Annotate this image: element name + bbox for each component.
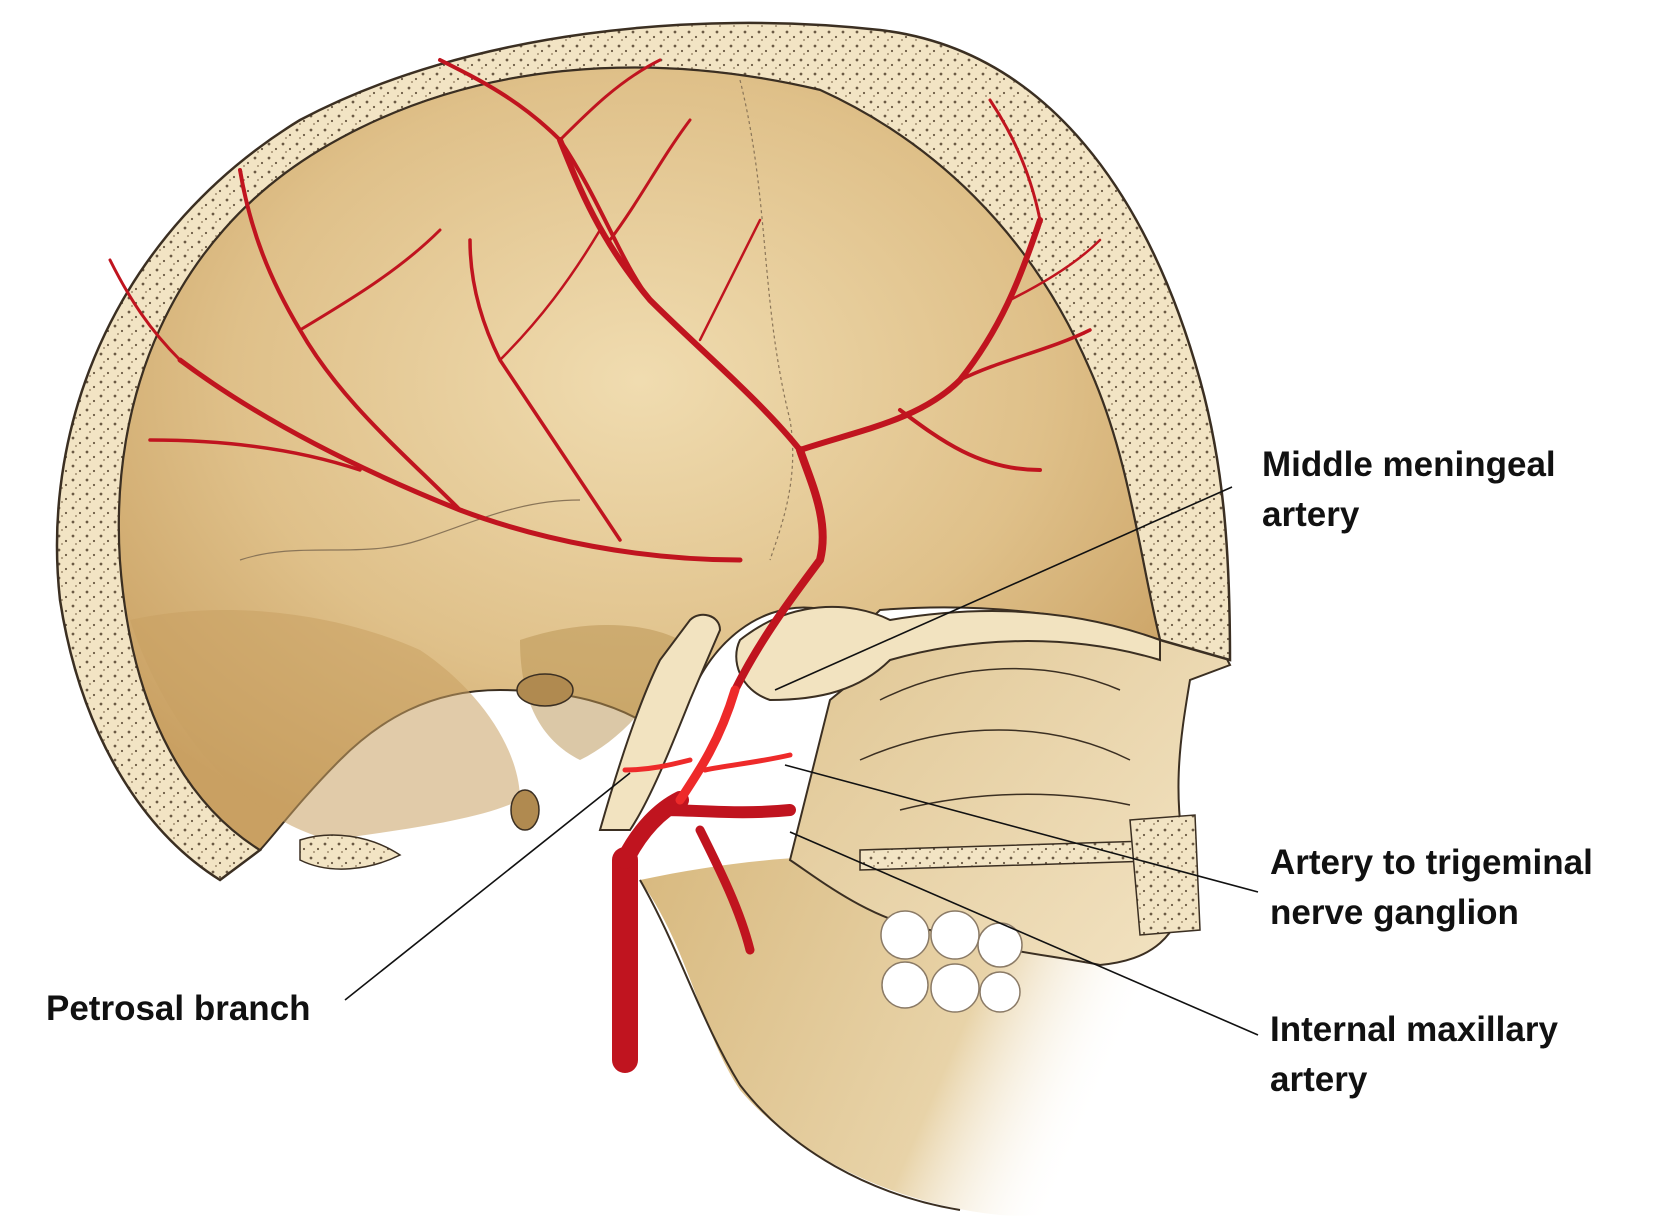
maxillary-artery	[612, 685, 796, 1073]
teeth	[880, 910, 1023, 1013]
label-line: Internal maxillary	[1270, 1010, 1558, 1049]
label-line: Petrosal branch	[46, 989, 311, 1028]
label-line: nerve ganglion	[1270, 893, 1519, 932]
label-line: artery	[1262, 495, 1360, 534]
leader-middle-meningeal	[774, 486, 1233, 691]
middle-meningeal-artery	[108, 58, 1102, 694]
label-petrosal-branch: Petrosal branch	[46, 984, 311, 1034]
label-artery-to-trigeminal-ganglion: Artery to trigeminal nerve ganglion	[1270, 838, 1593, 938]
label-middle-meningeal-artery: Middle meningeal artery	[1262, 440, 1556, 540]
leader-lines	[344, 486, 1259, 1036]
label-line: artery	[1270, 1060, 1368, 1099]
skull-vault	[55, 21, 1232, 882]
leader-artery-to-trigeminal	[784, 764, 1259, 893]
leader-internal-maxillary	[789, 831, 1259, 1036]
label-line: Artery to trigeminal	[1270, 843, 1593, 882]
leader-petrosal-branch	[344, 772, 631, 1001]
label-line: Middle meningeal	[1262, 445, 1556, 484]
label-internal-maxillary-artery: Internal maxillary artery	[1270, 1005, 1558, 1105]
